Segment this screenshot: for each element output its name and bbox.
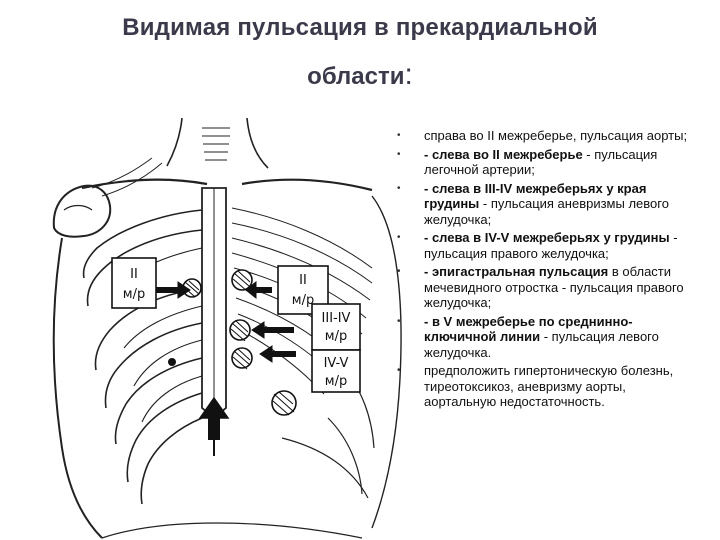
bullet-icon: • (397, 266, 401, 277)
label-left-mr: м/р (123, 287, 145, 302)
bullet-icon: • (397, 232, 401, 243)
list-item: •- эпигастральная пульсация в области ме… (397, 264, 684, 310)
label-right-ii: II (299, 273, 307, 288)
bullet-icon: • (397, 315, 401, 327)
list-item: •справа во II межреберье, пульсация аорт… (397, 128, 688, 143)
chest-anatomy-illustration: II м/р II м/р III-IV м/р IV-V м/р (52, 118, 402, 539)
bullet-icon: • (397, 148, 401, 160)
list-item: •предположить гипертоническую болезнь, т… (397, 363, 674, 409)
bullet-icon: • (397, 130, 401, 141)
label-right-mr: м/р (292, 293, 314, 308)
label-left-ii: II (130, 267, 138, 282)
slide-title-line-2: области: (0, 58, 720, 92)
slide-title-colon: : (404, 58, 413, 91)
label-3-4: III-IV (322, 311, 351, 326)
label-4-5-mr: м/р (325, 374, 347, 389)
slide-title-line-1: Видимая пульсация в прекардиальной (122, 14, 598, 41)
label-4-5: IV-V (324, 356, 349, 371)
list-item: •- слева в IV-V межреберьях у грудины - … (397, 230, 678, 261)
pulsation-list: •справа во II межреберье, пульсация аорт… (392, 128, 692, 413)
label-3-4-mr: м/р (325, 329, 347, 344)
bullet-icon: • (397, 365, 401, 376)
list-item: •- слева в III-IV межреберьях у края гру… (397, 180, 669, 227)
list-item: •- слева во II межреберье - пульсация ле… (397, 146, 658, 178)
list-item: •- в V межреберье по среднинно-ключичной… (397, 313, 659, 360)
bullet-icon: • (397, 182, 401, 194)
slide-title-word: области (307, 63, 405, 90)
